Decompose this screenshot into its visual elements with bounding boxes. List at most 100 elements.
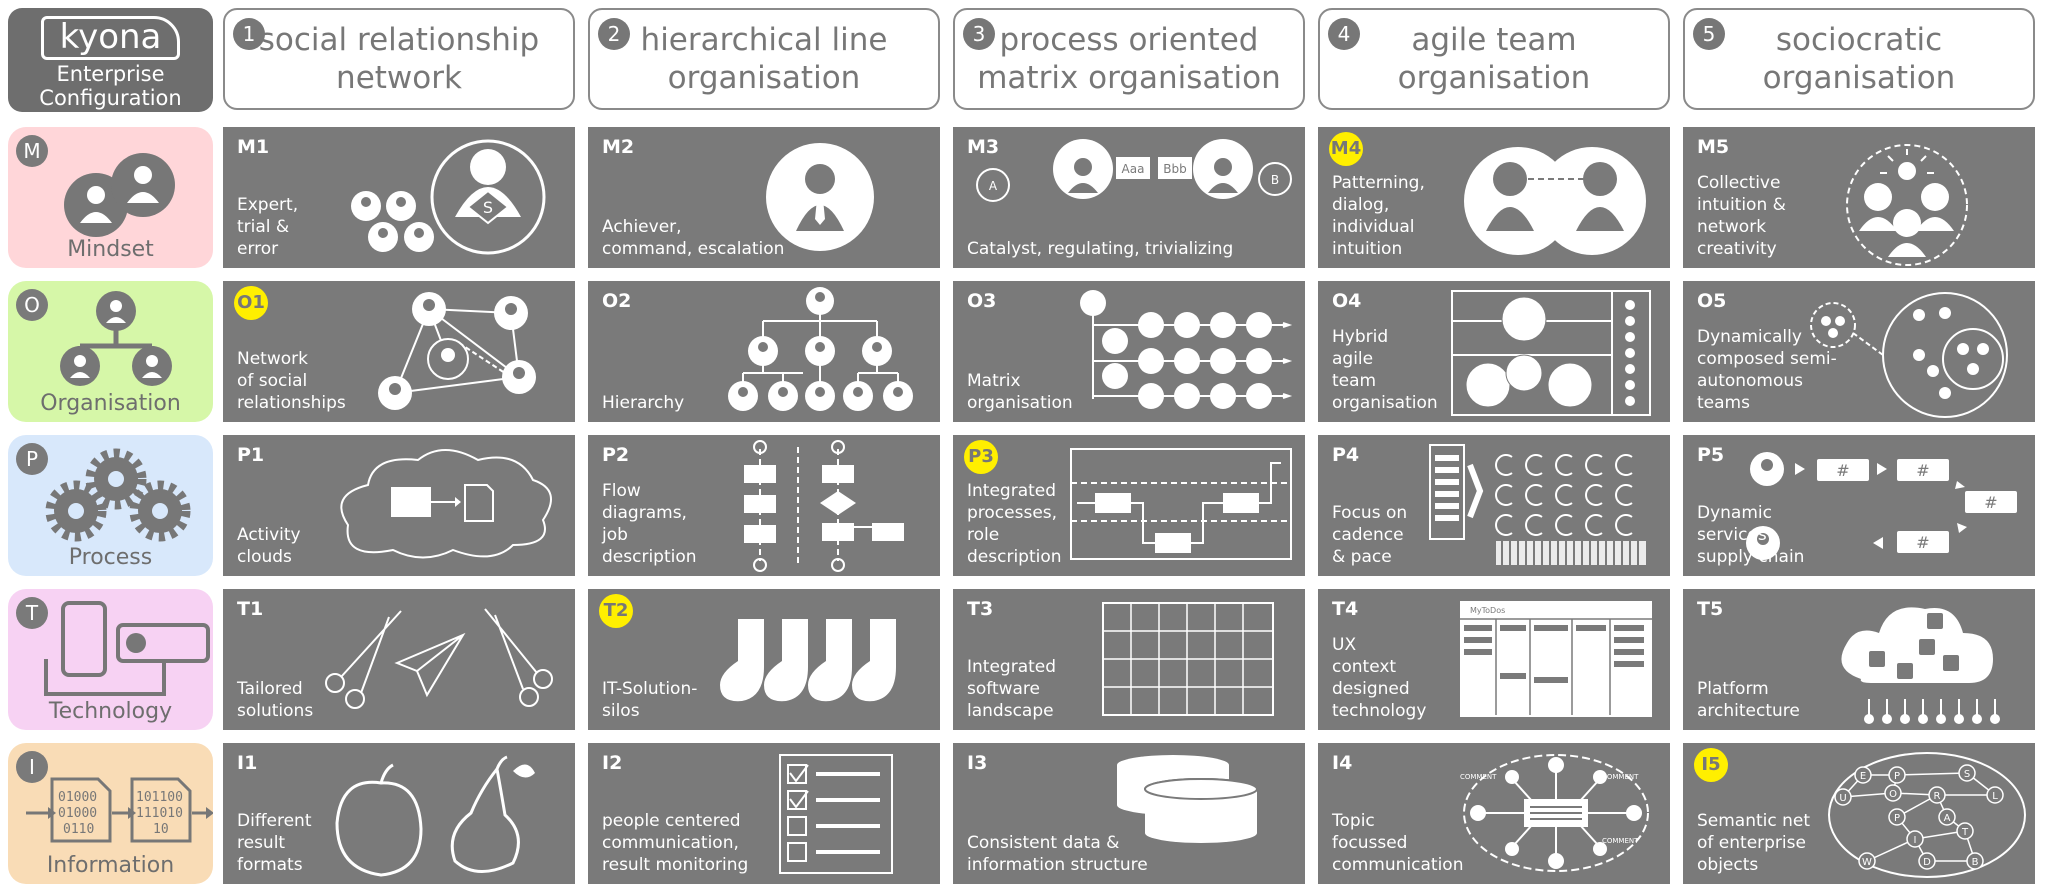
comment-label-2: COMMENT [1602, 773, 1639, 781]
cell-description: Network of social relationships [237, 349, 346, 413]
cell-description: Patterning, dialog, individual intuition [1332, 173, 1425, 259]
dialog-pair-icon [1464, 147, 1646, 255]
board-aaa-label: Aaa [1122, 162, 1145, 176]
logo-subtitle-1: Enterprise [56, 62, 165, 86]
row-label-organisation: O Organisation [8, 281, 213, 422]
cell-code: I2 [602, 752, 623, 774]
semantic-node-label: P [1894, 813, 1900, 824]
binary-data-icon: 01000 01000 0110 101100 111010 10 [26, 777, 213, 843]
cell-code: T5 [1697, 598, 1724, 620]
column-number: 1 [233, 18, 265, 50]
binary-right-3: 10 [153, 822, 169, 837]
column-header-2: 2 hierarchical line organisation [588, 8, 940, 110]
cell-P1: P1 Activity clouds [223, 435, 575, 576]
team-clusters-icon [1451, 290, 1651, 416]
cell-code: M1 [237, 136, 270, 158]
semantic-node-label: I [1914, 835, 1917, 846]
cell-code: T1 [237, 598, 264, 620]
cell-O3: O3 Matrix organisation [953, 281, 1305, 422]
cell-O4: O4 Hybrid agile team organisation [1318, 281, 1670, 422]
binary-right-2: 111010 [136, 806, 183, 821]
award-b-label: B [1271, 173, 1279, 187]
cell-code: I4 [1332, 752, 1353, 774]
column-title: agile team organisation [1397, 22, 1591, 96]
cell-description: Different result formats [237, 811, 312, 875]
collective-idea-icon [1846, 144, 1968, 266]
semantic-node-label: O [1889, 789, 1897, 800]
cell-code: M4 [1329, 132, 1363, 166]
graduates-award-icon: A B Aaa Bbb [976, 139, 1292, 202]
cloud-platform-icon [1841, 607, 2000, 724]
cell-description: Dynamically composed semi- autonomous te… [1697, 327, 1837, 413]
cell-description: Consistent data & information structure [967, 833, 1148, 875]
cell-code: T2 [599, 594, 633, 628]
cell-code: P5 [1697, 444, 1725, 466]
cell-description: Hierarchy [602, 393, 685, 413]
row-name: Process [68, 545, 153, 570]
comment-label-3: COMMENT [1602, 837, 1639, 845]
svg-text:#: # [1984, 493, 1997, 512]
checklist-icon [779, 754, 893, 874]
cell-description: Semantic net of enterprise objects [1697, 811, 1811, 875]
comment-label-1: COMMENT [1460, 773, 1497, 781]
cell-I2: I2 people centered communication, result… [588, 743, 940, 884]
cell-M3: A B Aaa Bbb M3 Catalyst, regulating, tri… [953, 127, 1305, 268]
cell-code: P1 [237, 444, 265, 466]
cell-I4: COMMENT COMMENT COMMENT I4 Topic focusse… [1318, 743, 1670, 884]
cell-code: I3 [967, 752, 988, 774]
semantic-node-label: T [1961, 827, 1969, 838]
cell-description: IT-Solution- silos [602, 679, 698, 721]
row-label-mindset: M Mindset [8, 127, 213, 268]
cell-O1: O1 Network of social relationships [223, 281, 575, 422]
column-header-5: 5 sociocratic organisation [1683, 8, 2035, 110]
database-icon [1117, 755, 1258, 843]
cell-description: Flow diagrams, job description [602, 481, 697, 567]
cell-description: Dynamic services supply chain [1697, 503, 1805, 567]
semantic-node [1834, 788, 1852, 806]
row-letter: M [16, 135, 48, 167]
svg-text:#: # [1836, 461, 1849, 480]
award-a-label: A [989, 179, 998, 193]
column-title: social relationship network [258, 22, 540, 96]
cell-T3: T3 Integrated software landscape [953, 589, 1305, 730]
cell-M1: S M1 Expert, trial & error [223, 127, 575, 268]
row-name: Mindset [67, 237, 154, 262]
logo-subtitle-2: Configuration [39, 86, 182, 110]
people-icon [64, 153, 175, 237]
money-symbol: S [483, 198, 493, 217]
cell-M4: M4 Patterning, dialog, individual intuit… [1318, 127, 1670, 268]
cell-description: UX context designed technology [1332, 635, 1427, 721]
column-header-3: 3 process oriented matrix organisation [953, 8, 1305, 110]
cell-O2: O2 Hierarchy [588, 281, 940, 422]
apple-pear-icon [335, 755, 535, 877]
cell-T2: T2 IT-Solution- silos [588, 589, 940, 730]
column-title: process oriented matrix organisation [977, 22, 1281, 96]
cell-P4: P4 Focus on cadence & pace [1318, 435, 1670, 576]
row-name: Technology [48, 699, 173, 724]
row-label-information: 01000 01000 0110 101100 111010 10 I Info… [8, 743, 213, 884]
semantic-node-label: A [1944, 813, 1951, 824]
semantic-node [1888, 766, 1906, 784]
cell-I1: I1 Different result formats [223, 743, 575, 884]
row-letter: P [16, 443, 48, 475]
cell-code: I1 [237, 752, 258, 774]
semantic-node [1888, 808, 1906, 826]
cell-code: M2 [602, 136, 635, 158]
cell-code: I5 [1694, 748, 1728, 782]
cell-code: T4 [1332, 598, 1359, 620]
semantic-node [1918, 852, 1936, 870]
column-header-1: 1 social relationship network [223, 8, 575, 110]
semantic-node-label: U [1839, 793, 1846, 804]
column-title: hierarchical line organisation [640, 22, 888, 96]
matrix-grid-icon [1080, 290, 1293, 409]
board-bbb-label: Bbb [1163, 162, 1186, 176]
cell-code: P2 [602, 444, 630, 466]
swimlane-process-icon [1070, 448, 1292, 560]
semantic-node [1956, 822, 1974, 840]
semantic-node [1966, 852, 1984, 870]
manager-tie-icon [766, 143, 874, 251]
cell-description: Activity clouds [237, 525, 301, 567]
cell-description: Tailored solutions [237, 679, 314, 721]
